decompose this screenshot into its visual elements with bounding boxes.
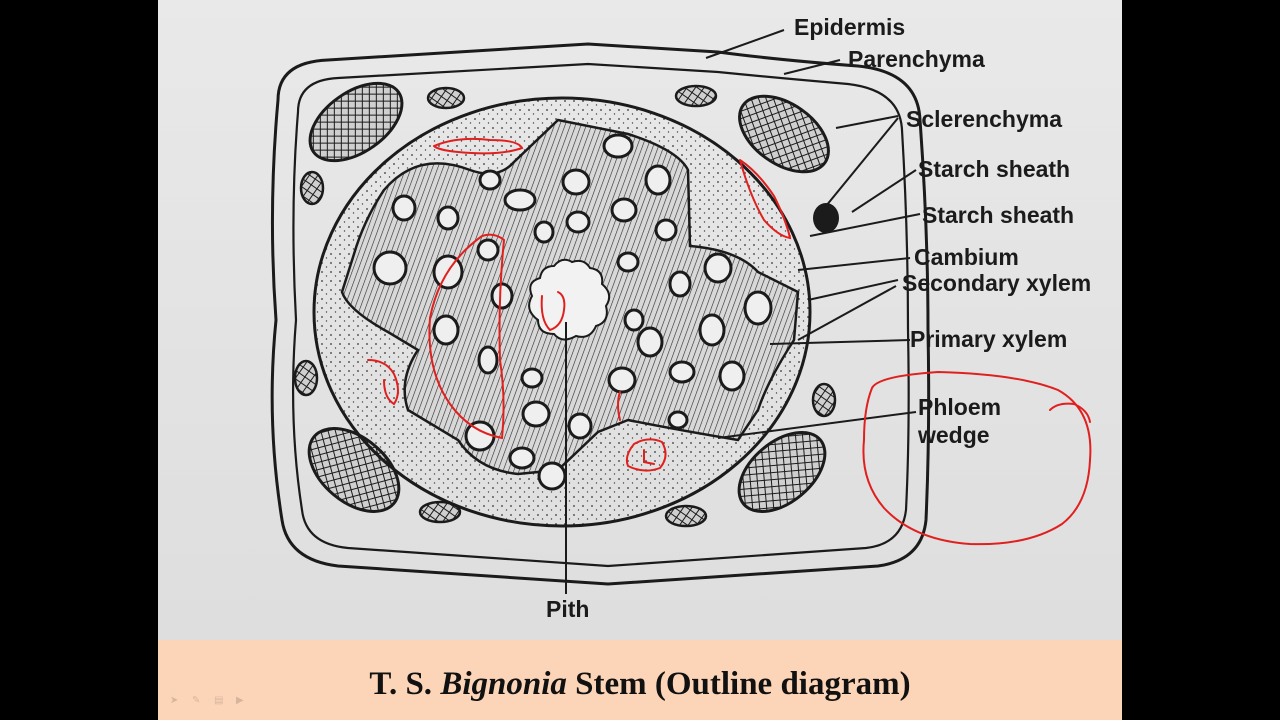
label-cambium: Cambium xyxy=(914,244,1019,270)
sclerenchyma-small xyxy=(426,86,466,110)
label-starch-sheath-1: Starch sheath xyxy=(918,156,1071,182)
label-primary-xylem: Primary xylem xyxy=(910,326,1068,352)
red-mark-pith xyxy=(540,291,566,332)
next-slide-icon[interactable]: ▶ xyxy=(236,695,244,706)
slide-show-toolbar: ➤ ✎ ▤ ▶ xyxy=(170,696,248,706)
caption-bar: T. S. Bignonia Stem (Outline diagram) ➤ … xyxy=(158,640,1122,720)
menu-icon[interactable]: ▤ xyxy=(214,695,224,706)
caption-prefix: T. S. xyxy=(369,666,441,702)
pointer-icon[interactable]: ➤ xyxy=(170,695,179,706)
label-pith: Pith xyxy=(546,596,590,622)
slide: Epidermis Parenchyma Sclerenchyma Starch… xyxy=(158,0,1122,720)
pith xyxy=(528,258,611,341)
stem-diagram-figure: Epidermis Parenchyma Sclerenchyma Starch… xyxy=(158,0,1122,640)
starch-sheath-dot xyxy=(813,203,839,233)
sclerenchyma-small xyxy=(811,382,837,418)
label-sclerenchyma: Sclerenchyma xyxy=(906,106,1062,132)
sclerenchyma-small xyxy=(418,500,462,524)
red-mark-phloem-tick xyxy=(643,449,655,465)
sclerenchyma-small xyxy=(674,84,718,108)
red-circle-phloem-label xyxy=(862,370,1092,546)
red-mark-left-loop xyxy=(428,233,506,440)
parenchyma-outline xyxy=(291,62,910,568)
label-starch-sheath-2: Starch sheath xyxy=(922,202,1075,228)
slide-caption: T. S. Bignonia Stem (Outline diagram) xyxy=(158,668,1122,701)
sclerenchyma-patch-tl xyxy=(308,81,404,163)
caption-genus: Bignonia xyxy=(440,666,567,702)
label-phloem: Phloem xyxy=(918,394,1002,420)
sclerenchyma-patch-br xyxy=(737,430,827,514)
sclerenchyma-small xyxy=(664,504,708,528)
label-wedge: wedge xyxy=(918,422,990,448)
red-mark-small xyxy=(617,391,621,421)
red-mark-top xyxy=(433,137,524,155)
red-mark-phloem-label-tail xyxy=(1049,402,1091,423)
sclerenchyma-small xyxy=(299,170,325,206)
label-secondary-xylem: Secondary xylem xyxy=(902,270,1092,296)
pen-icon[interactable]: ✎ xyxy=(192,695,201,706)
sclerenchyma-patch-tr xyxy=(738,94,830,174)
red-mark-right xyxy=(739,159,792,240)
label-epidermis: Epidermis xyxy=(794,14,906,40)
label-parenchyma: Parenchyma xyxy=(848,46,985,72)
red-mark-phloem-loop xyxy=(625,438,667,472)
red-mark-left xyxy=(367,359,399,406)
caption-suffix: Stem (Outline diagram) xyxy=(566,666,911,702)
epidermis-outline xyxy=(270,42,931,586)
sclerenchyma-small xyxy=(293,359,319,397)
stem-cross-section-svg xyxy=(270,29,1092,594)
